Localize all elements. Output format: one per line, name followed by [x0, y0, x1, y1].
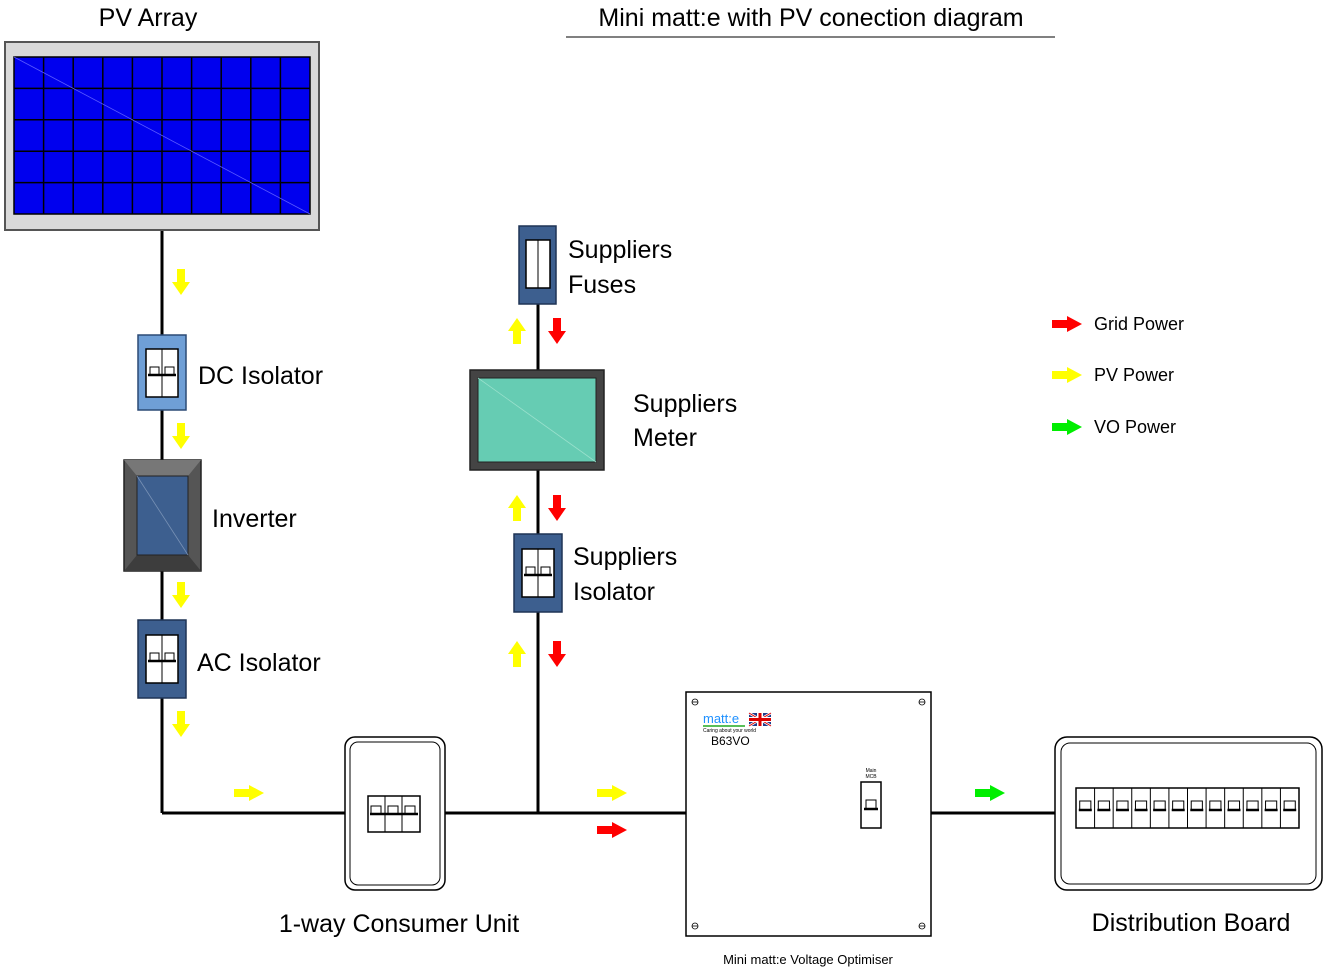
main-mcb-label-line1: Main: [866, 768, 877, 774]
breaker-switch: [1190, 800, 1203, 811]
screw-icon: [691, 698, 926, 930]
breaker-switch: [1265, 800, 1278, 811]
suppliers-meter-label-line1: Suppliers: [633, 390, 737, 418]
distribution-board: [1054, 736, 1323, 891]
suppliers-meter-label-line2: Meter: [633, 424, 697, 452]
breaker-switch: [1134, 800, 1148, 811]
breaker-switch: [1172, 800, 1185, 811]
suppliers-meter: [469, 369, 605, 471]
legend: Grid Power PV Power VO Power: [1052, 314, 1184, 437]
breaker-switch: [1227, 800, 1241, 811]
breaker-switch: [1246, 800, 1259, 811]
voltage-optimiser: matt:e Caring about your world B63VO Mai…: [685, 691, 932, 937]
suppliers-isolator-label-line2: Isolator: [573, 578, 655, 606]
legend-item-grid-power: Grid Power: [1052, 314, 1184, 334]
legend-label: Grid Power: [1094, 314, 1184, 334]
legend-item-pv-power: PV Power: [1052, 365, 1174, 385]
breaker-switch: [1209, 800, 1222, 811]
suppliers-fuses: [518, 225, 557, 305]
consumer-unit-label: 1-way Consumer Unit: [279, 910, 519, 938]
main-mcb-label-line2: MCB: [865, 774, 877, 780]
legend-label: VO Power: [1094, 417, 1176, 437]
suppliers-fuses-label-line2: Fuses: [568, 271, 636, 299]
legend-label: PV Power: [1094, 365, 1174, 385]
optimiser-brand-logo: matt:e: [703, 711, 739, 726]
breaker-switch: [1079, 800, 1092, 811]
dc-isolator: [137, 334, 187, 411]
diagram-title: Mini matt:e with PV conection diagram: [598, 4, 1023, 32]
optimiser-model: B63VO: [711, 734, 750, 748]
pv-array-panel: [4, 41, 320, 231]
dc-isolator-label: DC Isolator: [198, 362, 323, 390]
breaker-switch: [1097, 800, 1110, 811]
inverter-label: Inverter: [212, 505, 297, 533]
vo-power-arrows: [975, 785, 1005, 801]
wiring: [160, 230, 1055, 815]
suppliers-isolator: [513, 533, 563, 613]
legend-item-vo-power: VO Power: [1052, 417, 1176, 437]
ac-isolator-label: AC Isolator: [197, 649, 321, 677]
breaker-switch: [1153, 800, 1166, 811]
suppliers-fuses-label-line1: Suppliers: [568, 236, 672, 264]
uk-flag-icon: [748, 711, 772, 728]
pv-array-label: PV Array: [99, 4, 198, 32]
optimiser-tagline: Caring about your world: [703, 728, 756, 734]
suppliers-isolator-label-line1: Suppliers: [573, 543, 677, 571]
ac-isolator: [137, 619, 187, 699]
breaker-switch: [1283, 800, 1296, 811]
consumer-unit: [344, 736, 446, 891]
distribution-board-label: Distribution Board: [1092, 909, 1291, 937]
breaker-switch: [1116, 800, 1129, 811]
voltage-optimiser-label: Mini matt:e Voltage Optimiser: [723, 952, 893, 967]
inverter: [123, 459, 202, 572]
